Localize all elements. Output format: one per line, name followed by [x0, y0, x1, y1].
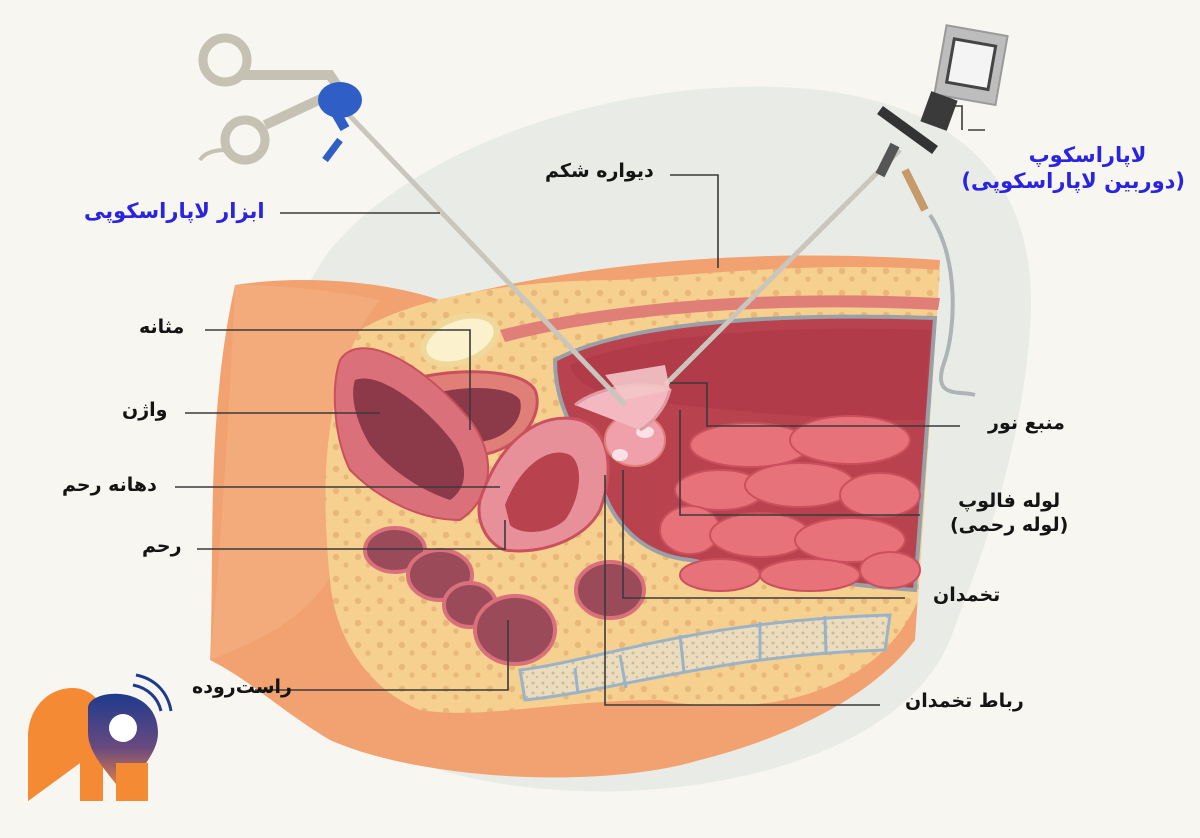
location-pin-logo-icon — [28, 673, 173, 801]
spine — [518, 613, 892, 702]
label-fallopian-sub: (لوله رحمی) — [950, 513, 1069, 536]
label-bladder: مثانه — [139, 316, 185, 338]
leader-lines — [175, 105, 985, 706]
label-laparoscope-title: لاپاراسکوپ — [1028, 143, 1147, 167]
instrument-shaft — [328, 93, 627, 407]
label-laparoscope-sub: (دوربین لاپاراسکوپی) — [961, 169, 1185, 194]
label-abdominal-wall: دیواره شکم — [545, 160, 654, 182]
label-light-source: منبع نور — [988, 412, 1065, 434]
label-fallopian-title: لوله فالوپ — [958, 490, 1061, 512]
label-fallopian-tube: لوله فالوپ (لوله رحمی) — [950, 490, 1068, 538]
laparoscope-shaft — [663, 148, 902, 387]
intestines — [659, 415, 921, 592]
grasper-handle-icon — [198, 33, 362, 165]
label-rectum: راست‌روده — [192, 676, 292, 698]
pubic-bone — [420, 312, 500, 368]
laparoscope-camera-icon — [875, 24, 1009, 397]
label-laparoscope: لاپاراسکوپ (دوربین لاپاراسکوپی) — [961, 142, 1185, 195]
label-vagina: واژن — [122, 399, 168, 421]
label-uterus: رحم — [142, 535, 182, 557]
label-cervix: دهانه رحم — [62, 474, 157, 496]
rectum — [363, 526, 646, 666]
label-ovary: تخمدان — [933, 584, 1001, 606]
label-ovarian-ligament: رباط تخمدان — [905, 690, 1024, 712]
label-instrument: ابزار لاپاراسکوپی — [84, 199, 265, 223]
